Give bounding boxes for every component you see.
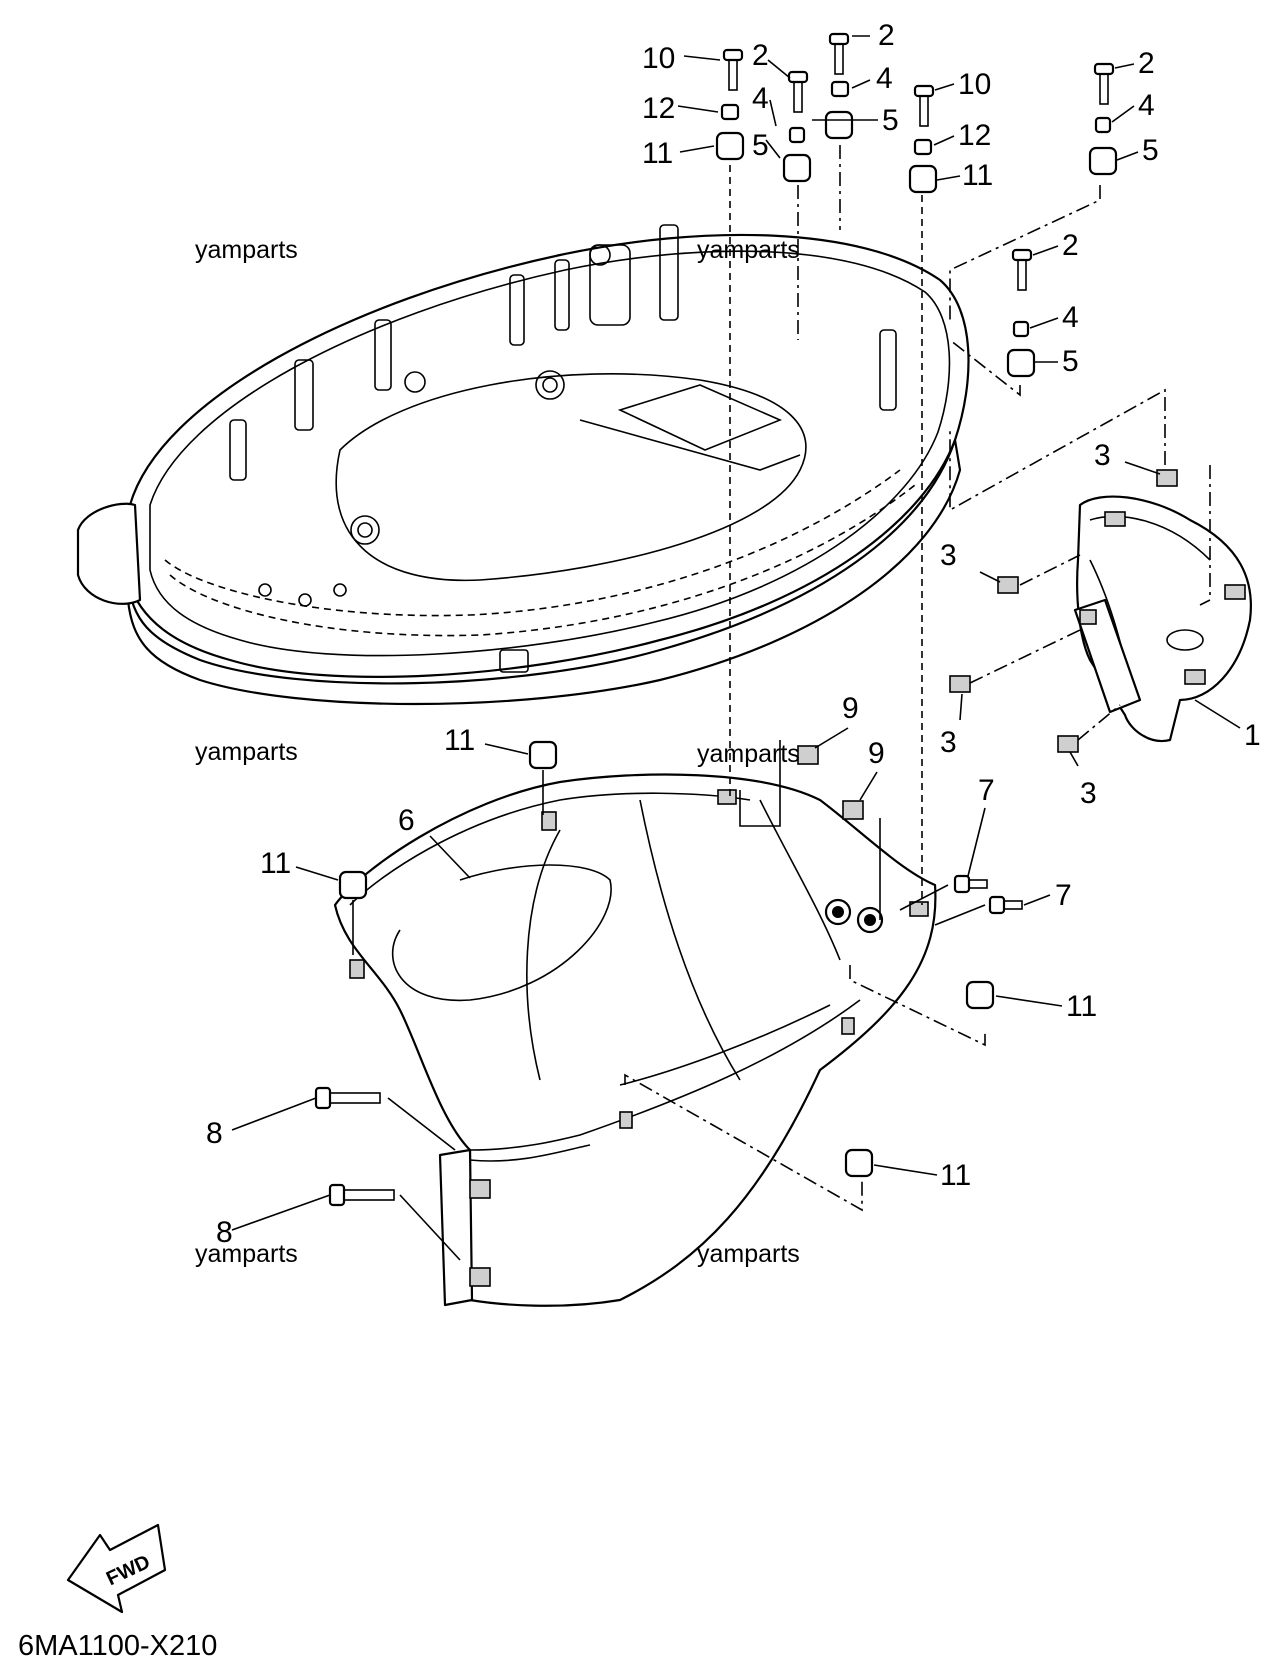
callout-4: 4	[1062, 301, 1079, 334]
callout-labels: 10 2 2 4 10 2 12 4 5 4 12 11 5 5 11 2 4 …	[206, 19, 1261, 1249]
side-bracket	[1073, 495, 1252, 743]
callout-3: 3	[940, 539, 957, 572]
callout-3: 3	[1080, 777, 1097, 810]
callout-leaders	[231, 35, 1241, 1231]
callout-8: 8	[216, 1216, 233, 1249]
callout-11: 11	[444, 724, 475, 757]
callout-12: 12	[642, 92, 675, 125]
callout-11: 11	[260, 847, 291, 880]
assembly-lines	[352, 145, 1211, 1261]
watermark-text: yamparts	[195, 236, 298, 264]
callout-3: 3	[940, 726, 957, 759]
callout-8: 8	[206, 1117, 223, 1150]
callout-4: 4	[876, 62, 893, 95]
watermarks: yamparts yamparts yamparts yamparts yamp…	[195, 236, 800, 1268]
watermark-text: yamparts	[195, 1240, 298, 1268]
callout-5: 5	[1062, 345, 1079, 378]
lower-cowl-cover	[333, 773, 937, 1307]
watermark-text: yamparts	[195, 738, 298, 766]
callout-11: 11	[940, 1159, 971, 1192]
diagram-code: 6MA1100-X210	[18, 1630, 217, 1662]
callout-4: 4	[752, 82, 769, 115]
bottom-cowling-tray	[76, 224, 970, 706]
callout-9: 9	[842, 692, 859, 725]
callout-11: 11	[1066, 990, 1097, 1023]
callout-11: 11	[642, 137, 673, 170]
watermark-text: yamparts	[697, 740, 800, 768]
callout-1: 1	[1244, 719, 1261, 752]
callout-11: 11	[962, 159, 993, 192]
callout-2: 2	[1062, 229, 1079, 262]
callout-10: 10	[958, 68, 991, 101]
callout-12: 12	[958, 119, 991, 152]
callout-5: 5	[752, 129, 769, 162]
callout-2: 2	[752, 39, 769, 72]
hardware-fasteners	[314, 32, 1178, 1207]
watermark-text: yamparts	[697, 1240, 800, 1268]
callout-2: 2	[878, 19, 895, 52]
callout-5: 5	[882, 104, 899, 137]
callout-4: 4	[1138, 89, 1155, 122]
callout-10: 10	[642, 42, 675, 75]
callout-2: 2	[1138, 47, 1155, 80]
watermark-text: yamparts	[697, 236, 800, 264]
fwd-direction-badge: FWD	[66, 1523, 167, 1614]
callout-7: 7	[1055, 879, 1072, 912]
callout-6: 6	[398, 804, 415, 837]
callout-9: 9	[868, 737, 885, 770]
callout-5: 5	[1142, 134, 1159, 167]
callout-3: 3	[1094, 439, 1111, 472]
callout-7: 7	[978, 774, 995, 807]
